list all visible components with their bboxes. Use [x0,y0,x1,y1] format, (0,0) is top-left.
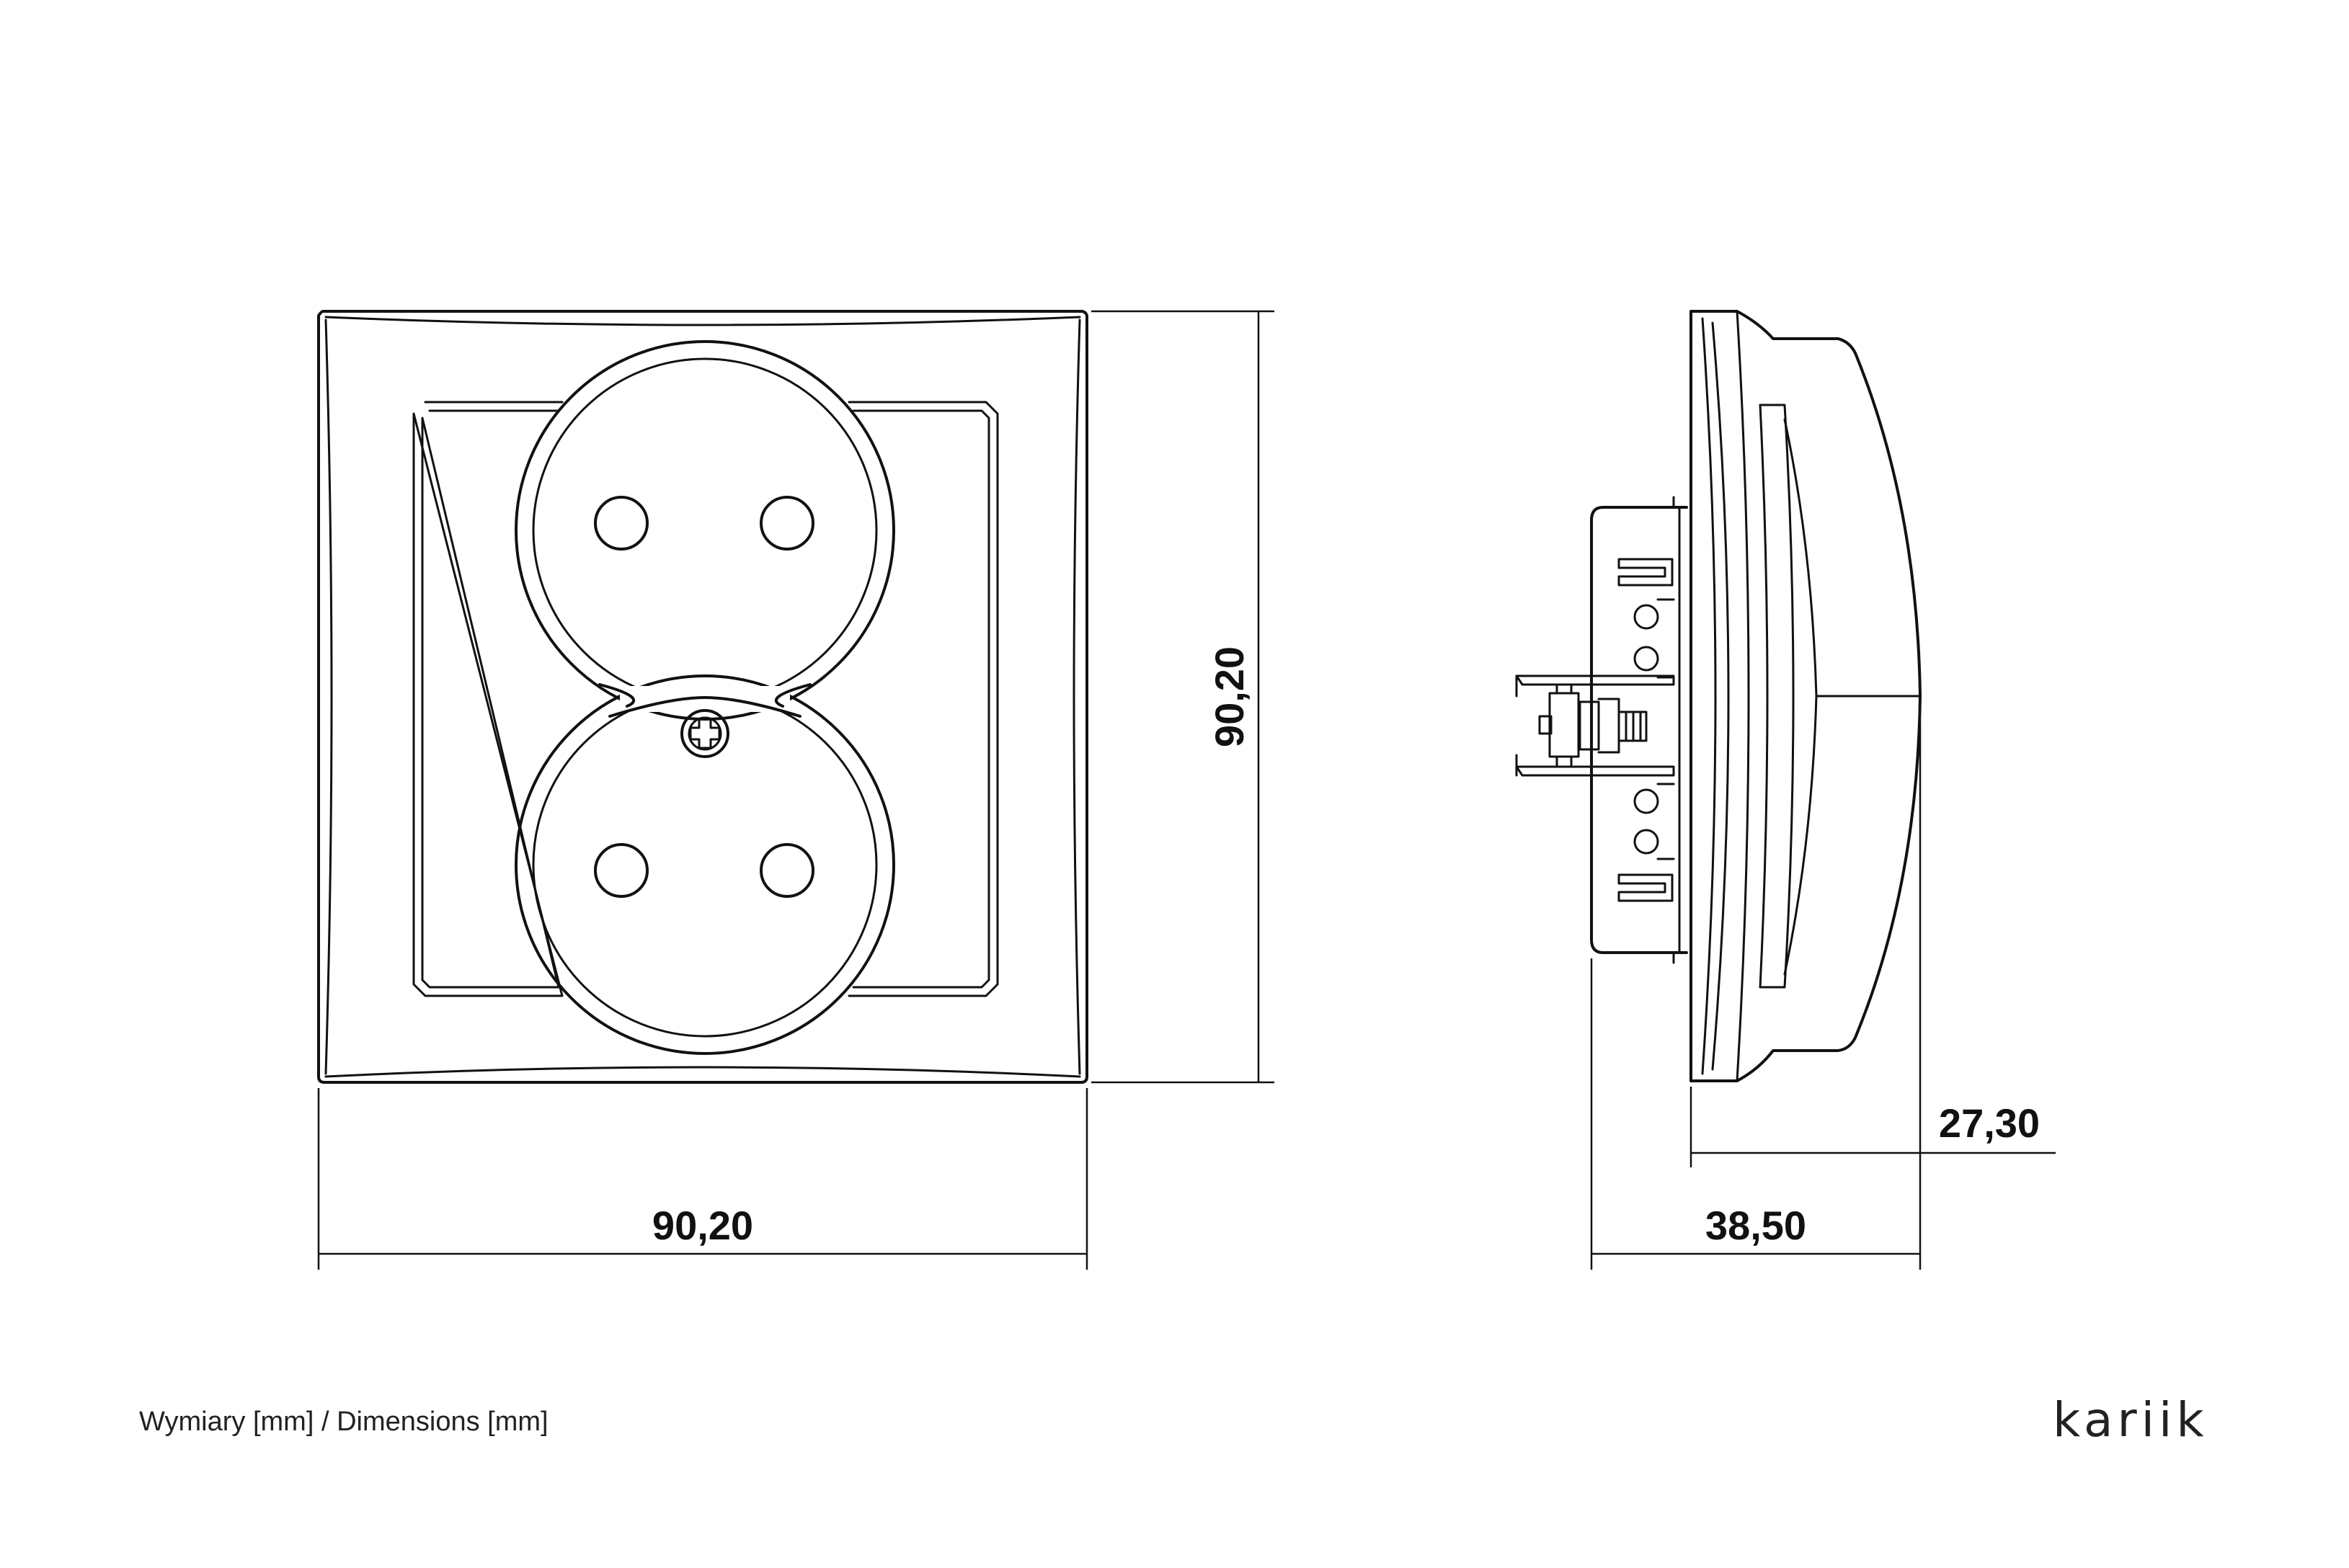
front-width-dimension: 90,20 [317,1088,1088,1270]
front-width-label: 90,20 [652,1203,753,1248]
front-frame-outer [317,310,1088,1084]
side-detail-circle-4 [1633,829,1659,855]
side-terminal-clamp [1515,674,1675,777]
front-inner-plate [412,401,999,997]
side-cover-slot [1759,404,1795,989]
side-detail-bracket-lower [1656,783,1675,860]
side-clip-lower [1617,873,1674,902]
front-height-dimension: 90,20 [1091,310,1274,1084]
side-detail-circle-2 [1633,646,1659,672]
side-mechanism-box [1590,506,1688,954]
lower-socket-face [532,692,878,1038]
side-depth-total-label: 38,50 [1705,1203,1806,1248]
side-view [1515,310,1922,1082]
side-depth-front-dimension: 27,30 [1689,1087,2056,1167]
side-detail-bracket-upper [1656,598,1675,679]
upper-socket-face [532,357,878,703]
lower-socket-rim [515,674,895,1055]
front-inner-plate-inner [421,409,990,989]
front-frame-bevel [324,316,1081,1078]
side-mechanism-inner [1672,496,1681,964]
lower-socket-pin-hole-left [594,843,649,898]
center-screw-icon [680,709,729,758]
brand-logo: kariik [2053,1392,2208,1448]
socket-waist [598,683,812,718]
side-detail-circle-1 [1633,604,1659,630]
side-depth-total-dimension: 38,50 [1590,721,1922,1270]
side-depth-front-label: 27,30 [1939,1100,2040,1146]
lower-socket-pin-hole-right [760,843,814,898]
side-detail-circle-3 [1633,788,1659,814]
dimensions-caption: Wymiary [mm] / Dimensions [mm] [139,1407,549,1437]
side-clip-upper [1617,558,1674,587]
front-view [317,310,1088,1084]
upper-socket-pin-hole-right [760,496,814,551]
side-frame-profile-inner [1701,310,1750,1082]
upper-socket-pin-hole-left [594,496,649,551]
side-cover-step [1783,418,1922,976]
upper-socket-rim [515,340,895,721]
front-height-label: 90,20 [1207,646,1252,747]
